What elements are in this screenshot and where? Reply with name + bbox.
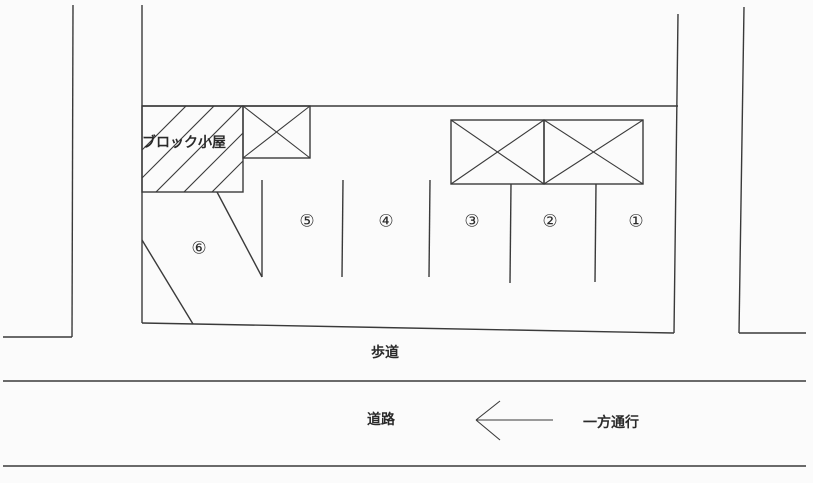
lot-boundary [141,5,679,334]
large-storage-box-right [543,119,644,185]
left-arrow-icon [475,400,553,441]
parking-space-2-label: ② [542,211,558,232]
parking-space-6-label: ⑥ [191,238,207,259]
parking-space-1-label: ① [628,211,644,232]
sidewalk-label: 歩道 [371,345,399,361]
small-storage-box [242,105,311,159]
road-lines [3,380,806,467]
parking-space-4-label: ④ [378,211,394,232]
parking-space-5-label: ⑤ [299,211,315,232]
parking-space-dividers [141,179,597,325]
parking-space-3-label: ③ [464,211,480,232]
left-neighbor-boundary [3,4,74,338]
large-storage-box-left [450,119,545,185]
road-label: 道路 [367,412,395,428]
right-neighbor-boundary [738,6,806,334]
one-way-traffic-label: 一方通行 [583,415,639,431]
block-hut-label: ブロック小屋 [142,135,226,151]
